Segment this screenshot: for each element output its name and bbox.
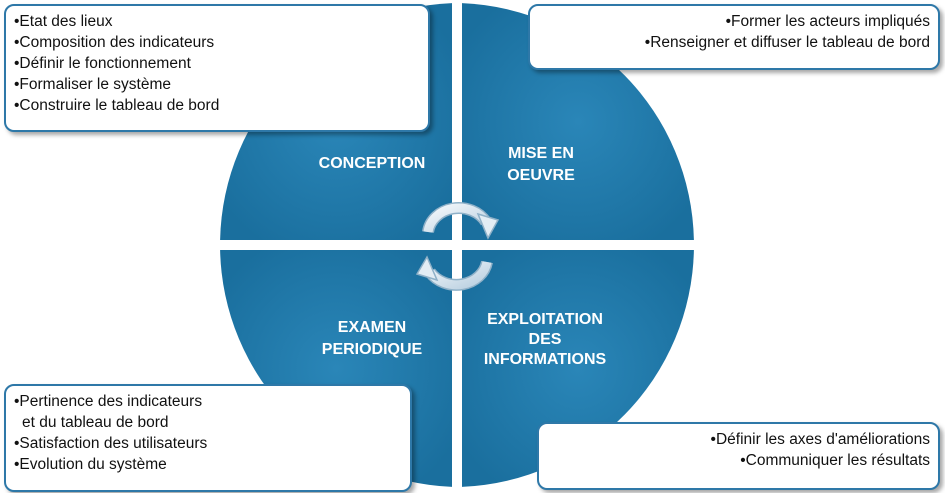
quadrant-mise-en-oeuvre [462,3,694,240]
cycle-arrow-bottom-icon [415,255,493,291]
note-exploitation: •Définir les axes d'améliorations •Commu… [537,422,940,490]
note-item: •Renseigner et diffuser le tableau de bo… [644,34,930,51]
note-item: •Former les acteurs impliqués [725,13,930,30]
label-exploitation-line2: DES [529,331,562,348]
label-exploitation-line3: INFORMATIONS [484,351,607,368]
note-item: •Composition des indicateurs [14,34,215,51]
note-item: •Communiquer les résultats [740,452,930,469]
note-item: •Etat des lieux [14,13,113,30]
note-item: •Construire le tableau de bord [14,97,220,114]
note-item: et du tableau de bord [22,414,169,431]
note-item: •Formaliser le système [14,76,172,93]
note-item: •Pertinence des indicateurs [14,393,203,410]
label-examen-line1: EXAMEN [338,319,406,336]
note-mise-en-oeuvre: •Former les acteurs impliqués •Renseigne… [528,4,940,70]
label-exploitation-line1: EXPLOITATION [487,311,603,328]
label-mise-en-oeuvre-line1: MISE EN [508,145,574,162]
label-mise-en-oeuvre-line2: OEUVRE [507,167,575,184]
note-item: •Définir les axes d'améliorations [710,431,930,448]
note-conception: •Etat des lieux •Composition des indicat… [4,4,430,132]
note-item: •Satisfaction des utilisateurs [14,435,208,452]
quadrant-exploitation [462,250,694,487]
label-conception: CONCEPTION [319,155,426,172]
cycle-arrow-top-icon [422,201,500,240]
note-examen-periodique: •Pertinence des indicateurs et du tablea… [4,384,412,492]
label-examen-line2: PERIODIQUE [322,341,423,358]
note-item: •Définir le fonctionnement [14,55,191,72]
note-item: •Evolution du système [14,456,167,473]
